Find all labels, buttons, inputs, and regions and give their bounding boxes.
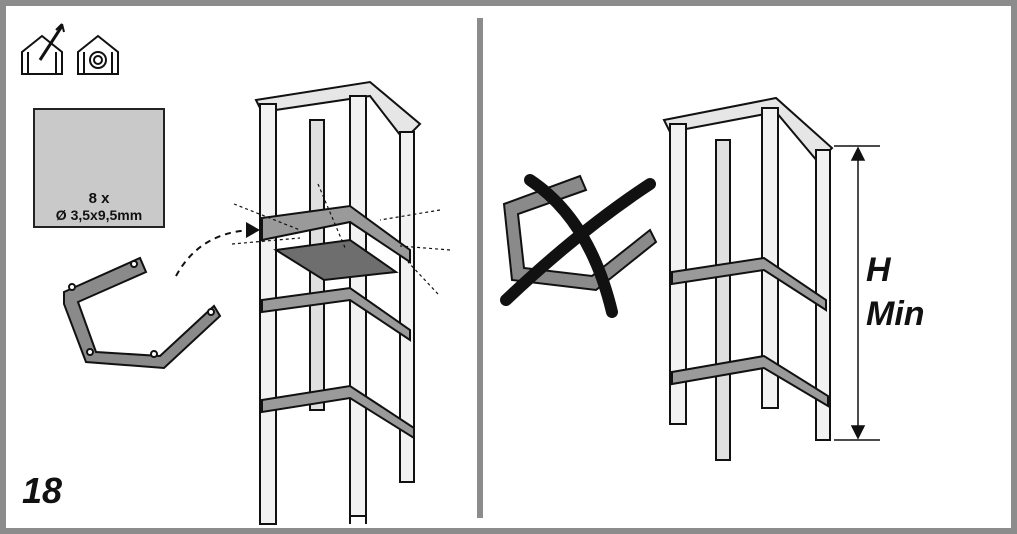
recirculation-icon (77, 34, 119, 75)
frame-assembly-left (254, 80, 422, 525)
insert-arrow (175, 229, 253, 277)
frame-assembly-right (662, 96, 834, 461)
screw-guide-lines (231, 183, 451, 295)
step-number: 18 (22, 470, 63, 511)
screw-size: Ø 3,5x9,5mm (55, 207, 143, 223)
height-min-label: Min (866, 295, 925, 333)
insert-arrowhead (246, 222, 260, 238)
panel-divider (477, 18, 483, 518)
wrong-bracket (502, 174, 658, 292)
bracket-part (63, 256, 222, 370)
screw-kit-panel: 8 x Ø 3,5x9,5mm (33, 108, 165, 228)
ducted-outside-icon (21, 23, 65, 75)
screw-quantity: 8 x (88, 190, 110, 207)
dimension-arrow-icon (834, 145, 880, 441)
height-label: H (866, 251, 891, 289)
cross-icon (500, 174, 656, 318)
